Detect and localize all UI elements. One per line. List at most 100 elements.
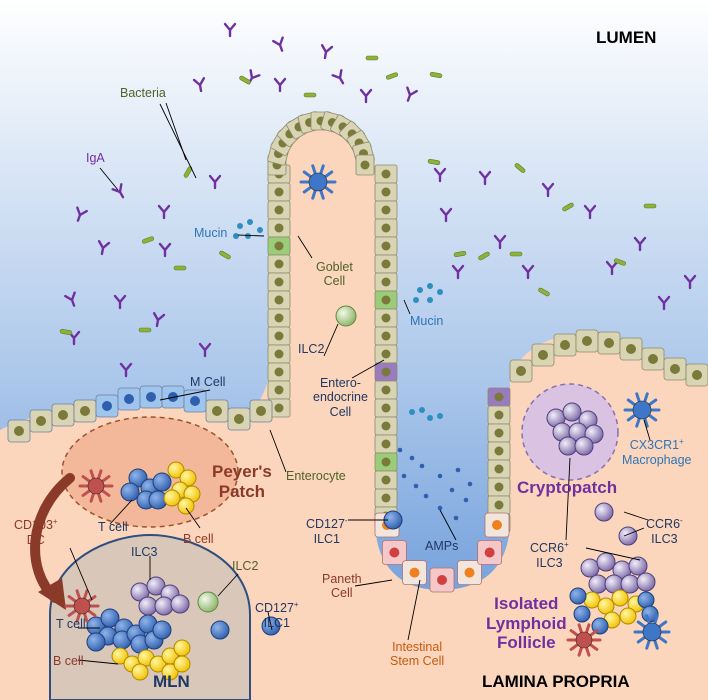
paneth-line2: Cell [331, 586, 353, 601]
mucin-granule [437, 413, 443, 419]
cell-nucleus [494, 428, 504, 438]
leader-line [643, 419, 651, 441]
t-cell [152, 472, 172, 492]
leader-line [623, 511, 649, 521]
iga-antibody [657, 295, 671, 311]
ccr6pos-line2: ILC3 [536, 555, 563, 570]
mln-label: MLN [153, 672, 190, 691]
ilc3-cell [574, 436, 594, 456]
cell-nucleus [381, 367, 391, 377]
cell-nucleus [692, 370, 702, 380]
b-cell [149, 655, 167, 673]
macrophage-base: CX3CR1 [629, 438, 680, 453]
iga-antibody [683, 274, 697, 290]
cell-nucleus [381, 349, 391, 359]
dc-sup: + [52, 517, 58, 526]
ilf-line2: Lymphoid [486, 613, 567, 633]
cell-nucleus [80, 406, 90, 416]
cell-nucleus [381, 313, 391, 323]
goblet-line1: Goblet [316, 260, 353, 274]
b-cell [179, 469, 197, 487]
mucin-granule [233, 233, 239, 239]
cell-nucleus [494, 500, 504, 510]
iga-antibody [478, 170, 492, 186]
mucin-granule [419, 407, 425, 413]
amp-granule [401, 473, 407, 479]
cell-nucleus [274, 277, 284, 287]
cell-nucleus [494, 410, 504, 420]
amp-granule [409, 455, 415, 461]
cell-nucleus [381, 295, 391, 305]
goblet-line2: Cell [323, 274, 346, 289]
bacterium [562, 202, 574, 212]
cell-nucleus [381, 493, 391, 503]
cell-nucleus [381, 439, 391, 449]
iga-antibody [541, 182, 555, 198]
cell-nucleus [274, 295, 284, 305]
iga-antibody [406, 86, 418, 102]
leader-line [99, 167, 119, 191]
iga-antibody [97, 240, 111, 256]
leader-line [217, 573, 239, 597]
macrophage-label: CX3CR1+ Macrophage [622, 437, 692, 467]
cell-nucleus [274, 205, 284, 215]
leader-line [403, 299, 411, 315]
amp-granule [437, 505, 443, 511]
cell-nucleus [381, 169, 391, 179]
cell-nucleus [102, 401, 112, 411]
bacterium [138, 327, 152, 333]
cell-nucleus [381, 223, 391, 233]
dc-label: CD103+ DC [14, 517, 58, 547]
mucin-granule [257, 227, 263, 233]
cell-nucleus [389, 547, 400, 558]
cell-nucleus [212, 406, 222, 416]
ilc2-mln-label: ILC2 [232, 559, 259, 573]
ccr6pos-sup: + [564, 540, 569, 549]
mucin-granule [413, 297, 419, 303]
ilc3-cell [588, 574, 608, 594]
cd127pos-line2: ILC1 [263, 615, 290, 630]
bacterium [509, 251, 523, 257]
enterocyte-label: Enterocyte [286, 469, 346, 483]
peyers-line2: Patch [218, 481, 266, 501]
cell-nucleus [670, 364, 680, 374]
iga-antibody [331, 69, 345, 85]
amp-granule [437, 473, 443, 479]
iga-antibody [64, 291, 76, 307]
ilf-line3: Follicle [497, 633, 556, 653]
iga-antibody [633, 236, 647, 252]
ilc3-cell [618, 526, 638, 546]
ccr6neg-label: CCR6- ILC3 [646, 516, 683, 546]
iga-antibody [157, 204, 171, 220]
leader-line [351, 359, 385, 379]
iga-antibody [272, 36, 284, 52]
cell-nucleus [381, 277, 391, 287]
b-cell [177, 497, 195, 515]
ccr6pos-base: CCR6 [530, 541, 565, 556]
macrophage-line2: Macrophage [622, 452, 692, 467]
bacterium [141, 236, 155, 244]
leader-line [585, 547, 641, 561]
cell-nucleus [381, 187, 391, 197]
leader-line [269, 429, 287, 473]
cell-nucleus [437, 575, 447, 585]
cell-nucleus [464, 567, 475, 578]
ccr6neg-base: CCR6 [646, 517, 681, 532]
iga-label: IgA [86, 151, 105, 165]
macrophage-cell [632, 400, 652, 420]
mucin-granule [245, 233, 251, 239]
mucin-granule [417, 287, 423, 293]
peyers-patch-label: Peyer's Patch [212, 462, 272, 501]
stem-cell-label: Intestinal Stem Cell [390, 640, 444, 669]
ilf-label: Isolated Lymphoid Follicle [486, 594, 567, 653]
amp-granule [453, 515, 459, 521]
cell-nucleus [274, 241, 284, 251]
iga-antibody [521, 264, 535, 280]
cell-nucleus [274, 187, 284, 197]
iga-antibody [583, 204, 597, 220]
b-cell [131, 663, 149, 681]
iga-antibody [451, 264, 465, 280]
b-cell [167, 461, 185, 479]
cell-nucleus [648, 354, 658, 364]
